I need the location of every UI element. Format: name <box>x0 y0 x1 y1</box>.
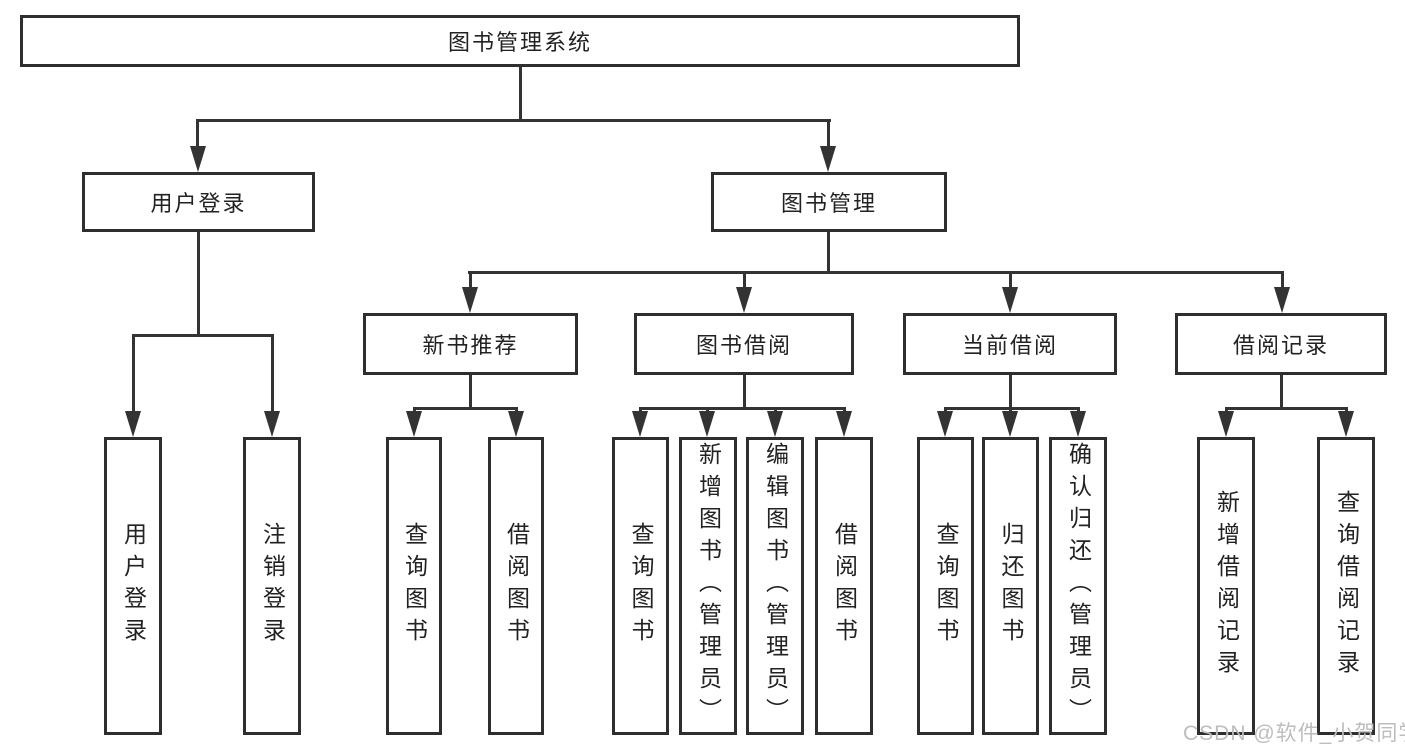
leaf-bb-add-book-label: 新增图书（管理员） <box>695 442 722 730</box>
arrow-down-icon <box>1070 411 1086 437</box>
node-borrow-record: 借阅记录 <box>1175 313 1387 375</box>
leaf-cb-return-book: 归还图书 <box>982 437 1039 735</box>
connector-line <box>132 334 274 337</box>
leaf-nbr-borrow-book-label: 借阅图书 <box>503 522 530 650</box>
node-current-borrow: 当前借阅 <box>903 313 1117 375</box>
connector-line <box>827 119 830 150</box>
arrow-down-icon <box>1218 411 1234 437</box>
node-user-login: 用户登录 <box>82 172 315 232</box>
connector-line <box>196 119 831 122</box>
node-book-borrow: 图书借阅 <box>634 313 854 375</box>
connector-line <box>1009 271 1012 291</box>
node-root: 图书管理系统 <box>20 15 1020 67</box>
connector-line <box>944 407 1080 410</box>
arrow-down-icon <box>767 411 783 437</box>
leaf-logout: 注销登录 <box>243 437 301 735</box>
leaf-br-add-record: 新增借阅记录 <box>1197 437 1255 735</box>
leaf-br-add-record-label: 新增借阅记录 <box>1213 490 1240 682</box>
leaf-nbr-borrow-book: 借阅图书 <box>488 437 544 735</box>
node-borrow-record-label: 借阅记录 <box>1232 333 1329 358</box>
connector-line <box>519 67 522 121</box>
node-book-borrow-label: 图书借阅 <box>695 333 792 358</box>
leaf-br-query-record: 查询借阅记录 <box>1317 437 1375 735</box>
arrow-down-icon <box>125 411 141 437</box>
connector-line <box>469 271 472 291</box>
leaf-cb-confirm-return-label: 确认归还（管理员） <box>1065 442 1092 730</box>
arrow-down-icon <box>736 287 752 313</box>
connector-line <box>468 271 1284 274</box>
arrow-down-icon <box>264 411 280 437</box>
node-book-management: 图书管理 <box>711 172 947 232</box>
node-new-book-recommend-label: 新书推荐 <box>422 333 519 358</box>
connector-line <box>132 334 135 414</box>
connector-line <box>1281 271 1284 291</box>
leaf-nbr-query-book-label: 查询图书 <box>401 522 428 650</box>
arrow-down-icon <box>820 146 836 172</box>
csdn-watermark: CSDN @软件_小贺同学 <box>1183 722 1405 745</box>
leaf-bb-add-book: 新增图书（管理员） <box>679 437 737 735</box>
arrow-down-icon <box>632 411 648 437</box>
leaf-bb-borrow-book: 借阅图书 <box>815 437 873 735</box>
leaf-bb-borrow-book-label: 借阅图书 <box>831 522 858 650</box>
connector-line <box>469 375 472 409</box>
arrow-down-icon <box>1274 287 1290 313</box>
arrow-down-icon <box>1002 287 1018 313</box>
leaf-cb-confirm-return: 确认归还（管理员） <box>1049 437 1107 735</box>
arrow-down-icon <box>462 287 478 313</box>
connector-line <box>743 375 746 409</box>
leaf-logout-label: 注销登录 <box>259 522 286 650</box>
leaf-nbr-query-book: 查询图书 <box>386 437 442 735</box>
node-new-book-recommend: 新书推荐 <box>363 313 578 375</box>
leaf-bb-edit-book: 编辑图书（管理员） <box>746 437 804 735</box>
leaf-bb-query-book: 查询图书 <box>612 437 669 735</box>
node-root-label: 图书管理系统 <box>447 30 592 55</box>
leaf-cb-query-book-label: 查询图书 <box>933 522 959 650</box>
arrow-down-icon <box>1338 411 1354 437</box>
leaf-cb-query-book: 查询图书 <box>917 437 974 735</box>
connector-line <box>639 407 846 410</box>
connector-line <box>1225 407 1348 410</box>
arrow-down-icon <box>1002 411 1018 437</box>
leaf-cb-return-book-label: 归还图书 <box>998 522 1024 650</box>
node-user-login-label: 用户登录 <box>150 191 247 216</box>
connector-line <box>827 232 830 273</box>
arrow-down-icon <box>508 411 524 437</box>
arrow-down-icon <box>699 411 715 437</box>
connector-line <box>196 119 199 150</box>
connector-line <box>743 271 746 291</box>
leaf-br-query-record-label: 查询借阅记录 <box>1333 490 1360 682</box>
arrow-down-icon <box>190 146 206 172</box>
arrow-down-icon <box>406 411 422 437</box>
connector-line <box>1009 375 1012 409</box>
leaf-bb-edit-book-label: 编辑图书（管理员） <box>762 442 789 730</box>
leaf-user-login: 用户登录 <box>104 437 162 735</box>
node-current-borrow-label: 当前借阅 <box>961 333 1058 358</box>
node-book-management-label: 图书管理 <box>780 191 877 216</box>
connector-line <box>413 407 518 410</box>
connector-line <box>1280 375 1283 409</box>
arrow-down-icon <box>937 411 953 437</box>
leaf-bb-query-book-label: 查询图书 <box>628 522 654 650</box>
connector-line <box>271 334 274 414</box>
arrow-down-icon <box>836 411 852 437</box>
leaf-user-login-label: 用户登录 <box>120 522 147 650</box>
connector-line <box>197 232 200 336</box>
